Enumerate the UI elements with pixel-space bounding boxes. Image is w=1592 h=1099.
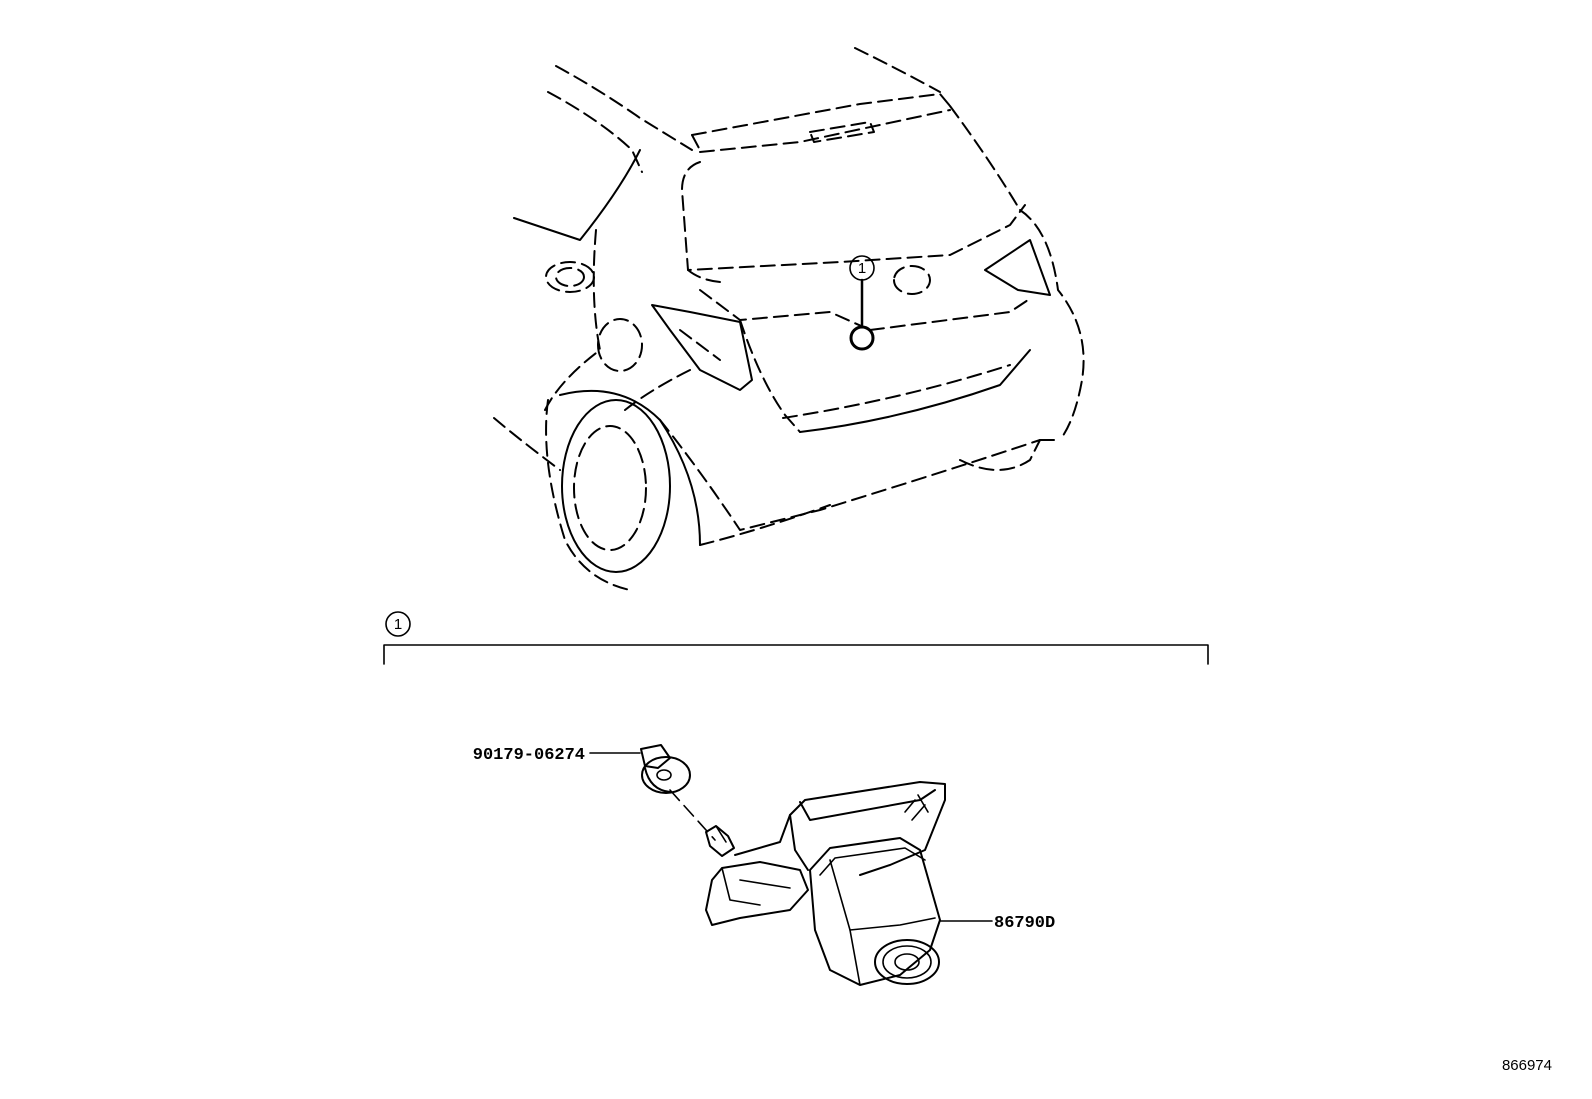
- flange-bolt-icon: [640, 744, 691, 794]
- bolt-part-number: 90179-06274: [473, 746, 585, 765]
- rear-view-camera-icon: [705, 781, 946, 986]
- group-callout: 1: [385, 611, 411, 637]
- vehicle-callout: 1: [849, 255, 875, 281]
- camera-part-number: 86790D: [994, 914, 1055, 933]
- group-callout-number: 1: [394, 616, 402, 633]
- bolt-install-path: [669, 789, 716, 841]
- hatchback-rear-view-icon: [493, 47, 1085, 591]
- camera-location-marker: [849, 325, 875, 351]
- group-bracket: [383, 644, 1209, 665]
- vehicle-callout-number: 1: [858, 260, 866, 277]
- illustration-number: 866974: [1502, 1057, 1552, 1074]
